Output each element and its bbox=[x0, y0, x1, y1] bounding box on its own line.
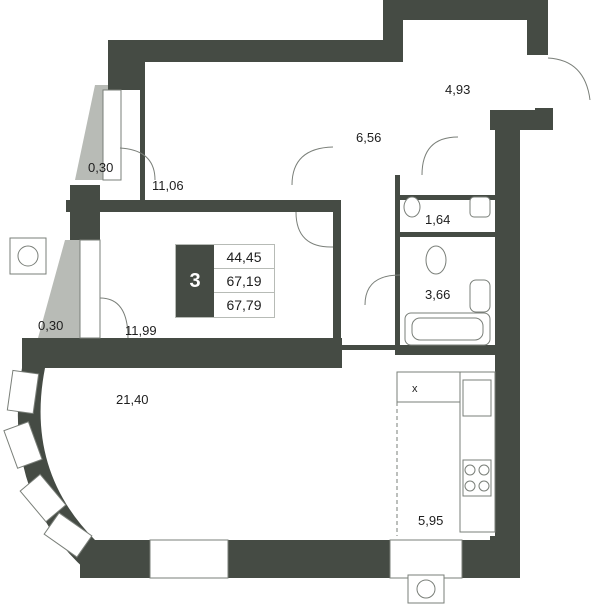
area-living: 21,40 bbox=[116, 392, 149, 407]
windows bbox=[79, 89, 463, 579]
kitchen-set bbox=[396, 371, 496, 533]
area-wc: 1,64 bbox=[425, 212, 450, 227]
rooms-count: 3 bbox=[176, 245, 214, 317]
area-hall: 6,56 bbox=[356, 130, 381, 145]
living-area: 44,45 bbox=[214, 245, 274, 269]
area-entry: 4,93 bbox=[445, 82, 470, 97]
area-kitchen: 5,95 bbox=[418, 513, 443, 528]
fixtures bbox=[403, 196, 491, 346]
area-bedroom-mid: 11,99 bbox=[125, 323, 157, 338]
doors bbox=[99, 57, 591, 339]
ventilation-fans bbox=[9, 237, 445, 604]
total-area-with-balcony: 67,79 bbox=[226, 297, 262, 313]
area-balcony-mid: 0,30 bbox=[38, 318, 63, 333]
apartment-badge: 3 44,45 67,19 67,79 bbox=[175, 244, 275, 318]
area-balcony-top: 0,30 bbox=[88, 160, 113, 175]
kitchen-cross: x bbox=[412, 383, 418, 395]
total-area: 67,19 bbox=[214, 269, 274, 293]
area-bedroom-top: 11,06 bbox=[152, 178, 184, 193]
curved-windows bbox=[3, 369, 93, 558]
area-bathroom: 3,66 bbox=[425, 287, 450, 302]
